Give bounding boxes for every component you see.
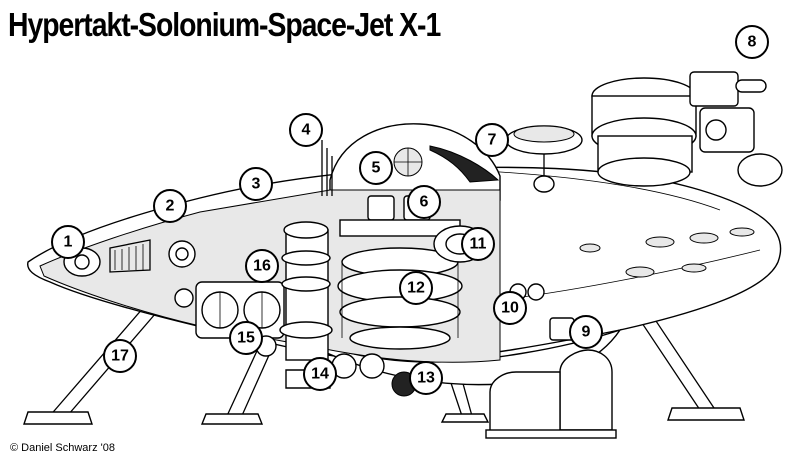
svg-text:16: 16 <box>253 258 271 275</box>
nose-section <box>63 239 196 277</box>
svg-text:6: 6 <box>420 194 429 211</box>
svg-text:8: 8 <box>748 34 757 51</box>
svg-text:11: 11 <box>470 236 487 253</box>
svg-text:9: 9 <box>582 324 591 341</box>
svg-text:4: 4 <box>302 122 311 139</box>
callout-1: 1 <box>51 225 85 259</box>
copyright-credit: © Daniel Schwarz '08 <box>10 442 115 454</box>
callout-14: 14 <box>303 357 337 391</box>
svg-text:12: 12 <box>407 280 425 297</box>
svg-text:17: 17 <box>111 348 129 365</box>
svg-text:2: 2 <box>166 198 175 215</box>
svg-text:1: 1 <box>64 234 73 251</box>
callout-12: 12 <box>399 271 433 305</box>
engine-room <box>174 281 285 357</box>
antenna-mast <box>321 140 333 196</box>
svg-text:7: 7 <box>488 132 497 149</box>
callout-5: 5 <box>359 151 393 185</box>
callout-8: 8 <box>735 25 769 59</box>
ground-unit <box>485 283 617 439</box>
reactor-column <box>279 221 333 361</box>
lower-deck <box>285 353 417 397</box>
callout-6: 6 <box>407 185 441 219</box>
callout-10: 10 <box>493 291 527 325</box>
rear-turret <box>591 71 783 187</box>
svg-text:3: 3 <box>252 176 261 193</box>
svg-text:15: 15 <box>237 330 255 347</box>
callout-9: 9 <box>569 315 603 349</box>
callout-16: 16 <box>245 249 279 283</box>
svg-text:10: 10 <box>501 300 519 317</box>
callout-15: 15 <box>229 321 263 355</box>
svg-text:14: 14 <box>311 366 329 383</box>
callout-17: 17 <box>103 339 137 373</box>
callout-4: 4 <box>289 113 323 147</box>
svg-text:13: 13 <box>417 370 435 387</box>
callout-2: 2 <box>153 189 187 223</box>
diagram-title: Hypertakt-Solonium-Space-Jet X-1 <box>8 6 441 43</box>
callout-13: 13 <box>409 361 443 395</box>
svg-text:5: 5 <box>372 160 381 177</box>
callout-7: 7 <box>475 123 509 157</box>
callout-3: 3 <box>239 167 273 201</box>
callout-11: 11 <box>461 227 495 261</box>
